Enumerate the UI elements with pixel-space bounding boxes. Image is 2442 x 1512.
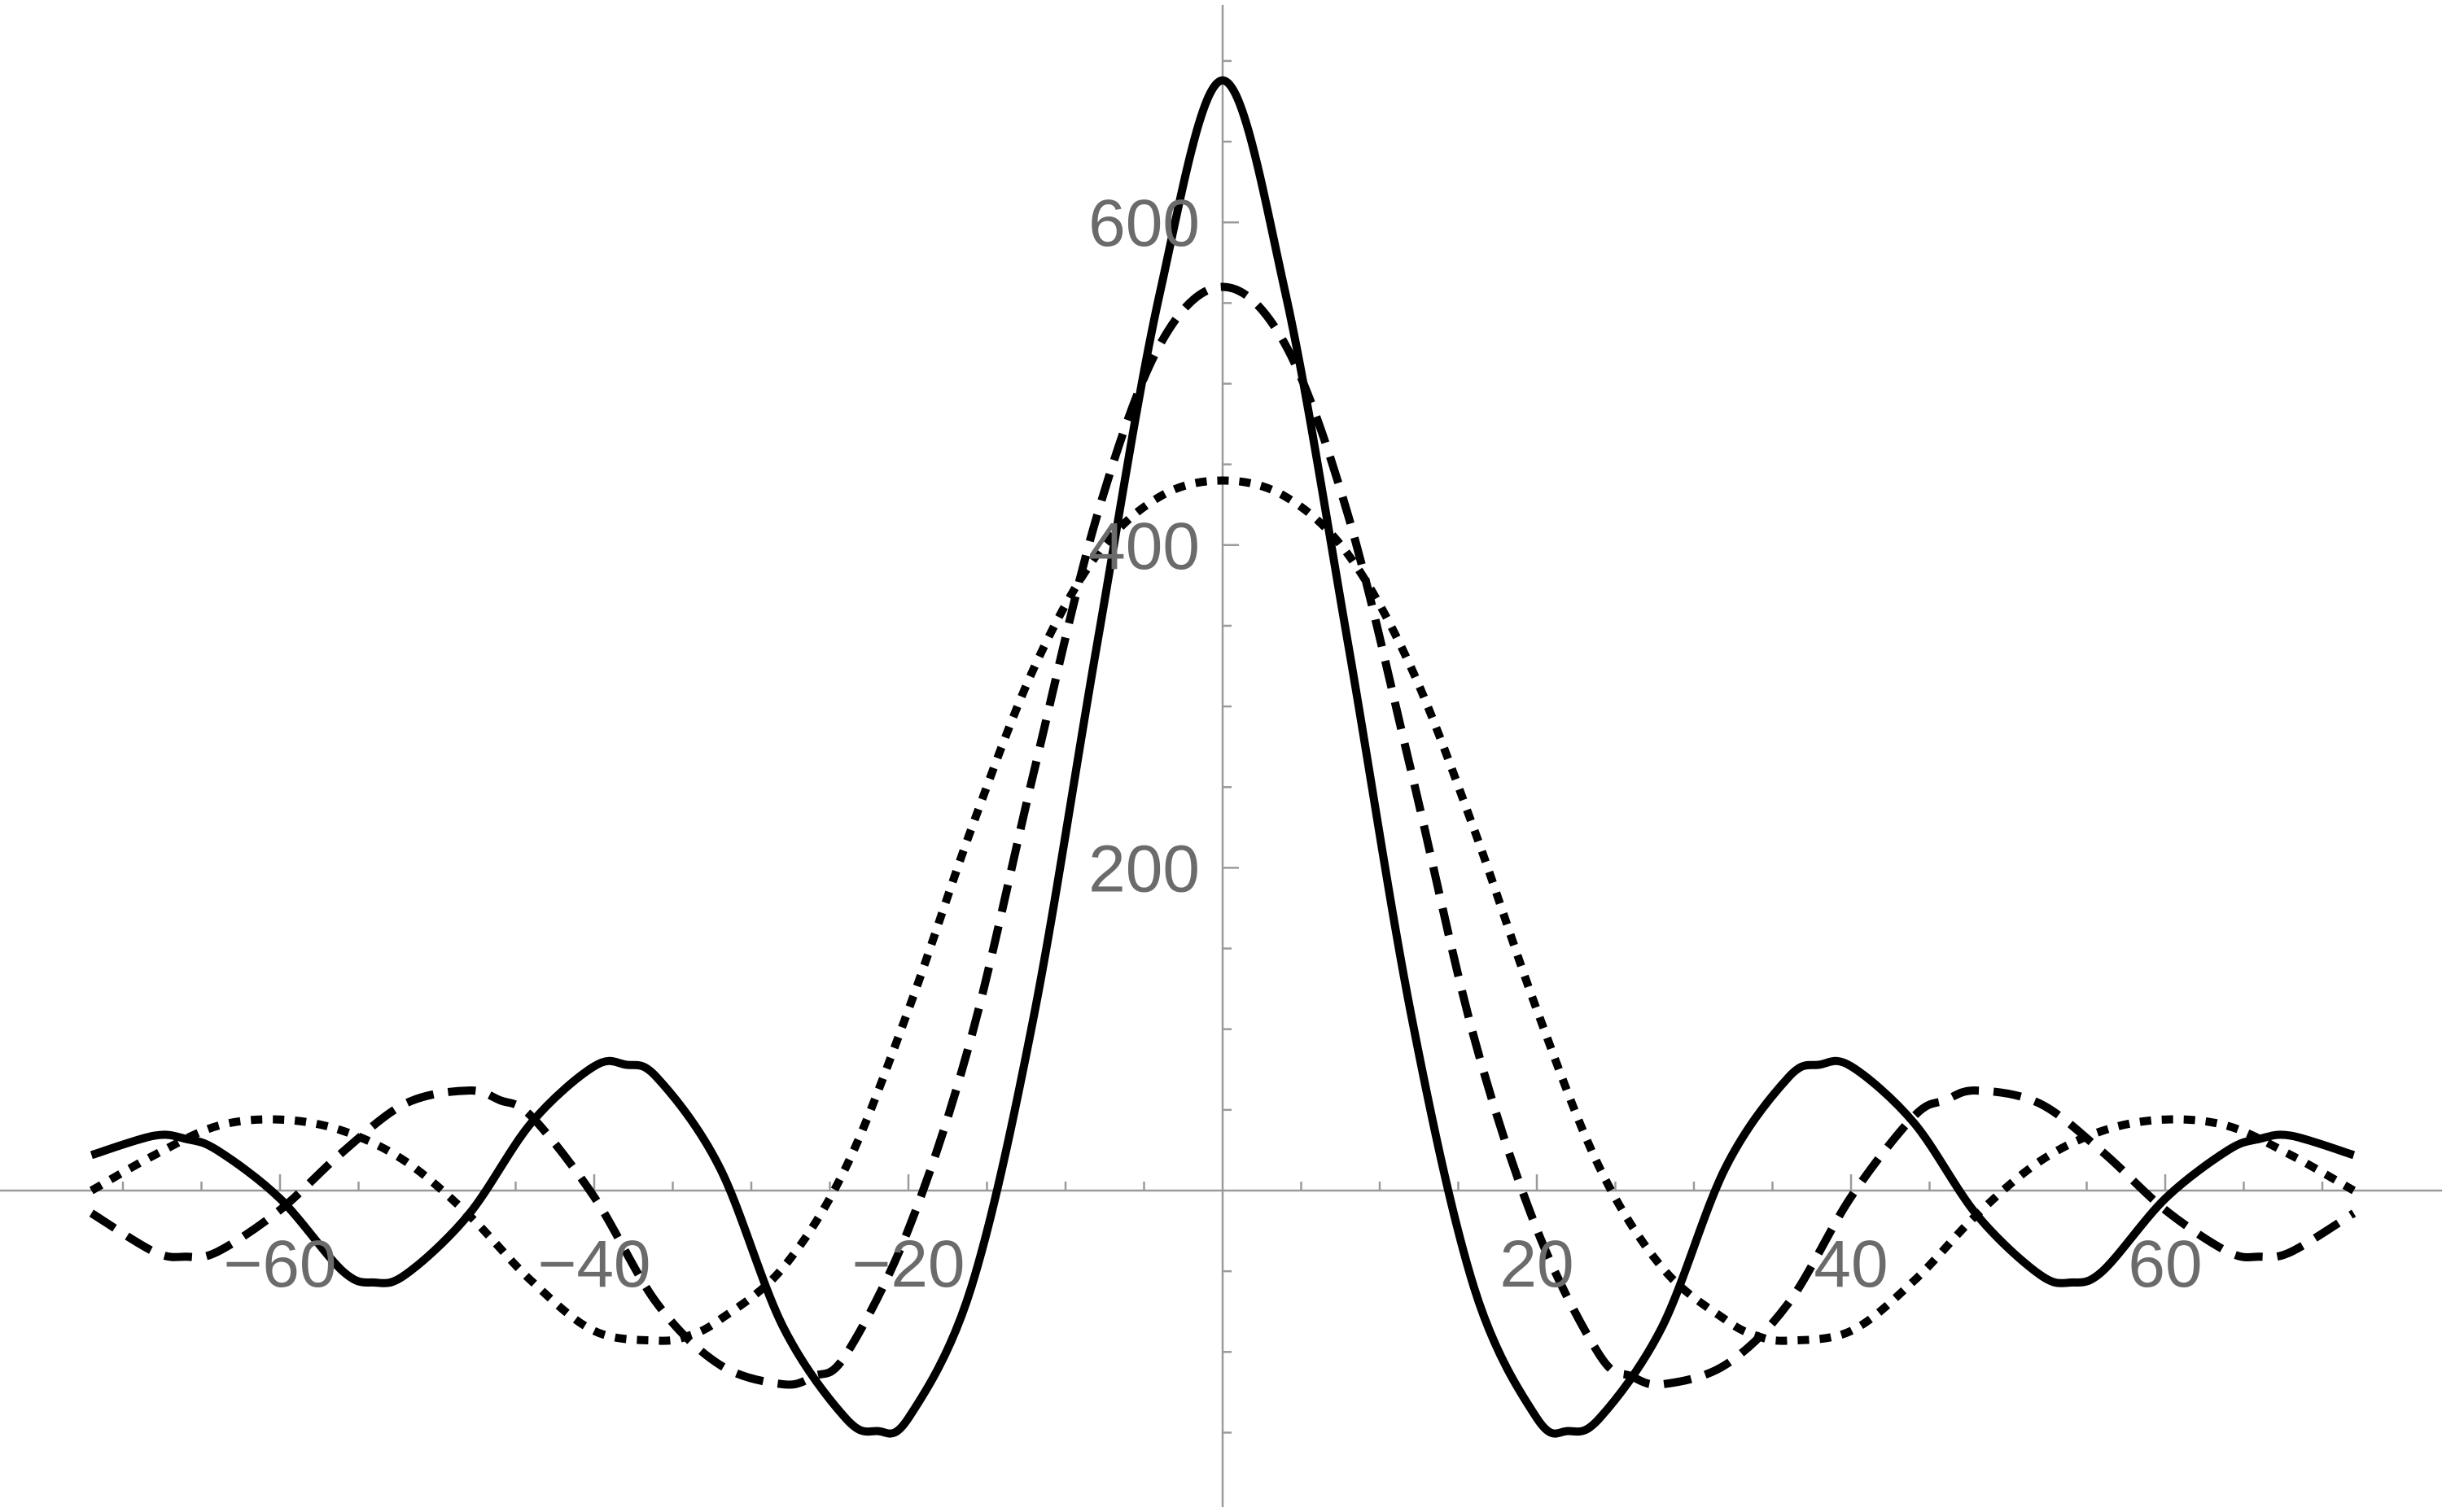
tick-labels: −60 −40 −20 20 40 60 200 400 600	[223, 186, 2202, 1301]
series-line-dashed	[89, 282, 2357, 1389]
y-tick-label: 400	[1088, 509, 1200, 583]
x-tick-label: 40	[1814, 1227, 1888, 1301]
x-tick-label: 60	[2128, 1227, 2202, 1301]
axes	[0, 5, 2442, 1507]
series-line-solid	[90, 76, 2356, 1438]
y-tick-label: 200	[1088, 832, 1200, 906]
series-layer	[89, 76, 2357, 1438]
x-tick-label: −40	[537, 1227, 650, 1301]
series-line-dotted	[89, 476, 2357, 1345]
x-tick-label: −20	[851, 1227, 965, 1301]
y-tick-label: 600	[1088, 186, 1200, 260]
x-tick-label: 20	[1499, 1227, 1573, 1301]
x-tick-label: −60	[223, 1227, 336, 1301]
